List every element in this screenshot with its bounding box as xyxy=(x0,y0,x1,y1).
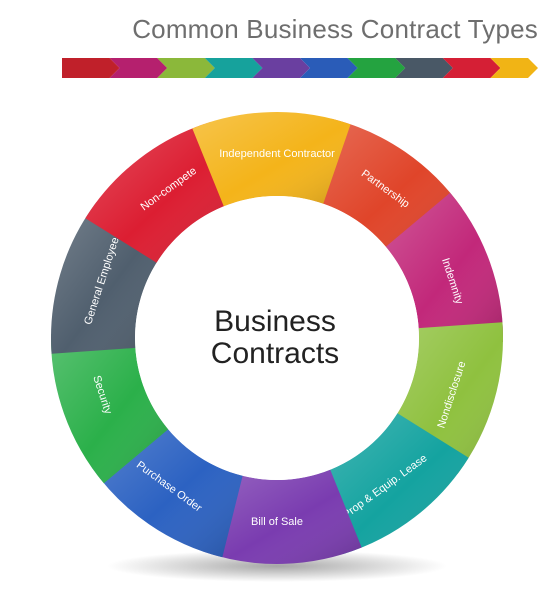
segment-shading xyxy=(385,192,503,342)
arrow-bar-chevron xyxy=(490,58,538,78)
arrow-bar-chevron xyxy=(252,58,310,78)
wheel-segment: Independent Contractor xyxy=(192,111,351,207)
wheel-shadow xyxy=(107,550,447,582)
arrow-bar-chevron xyxy=(204,58,263,78)
color-arrow-bar xyxy=(62,58,538,78)
arrow-bar-chevron xyxy=(109,58,168,78)
wheel-segment: Indemnity xyxy=(385,192,503,342)
segment-label: Independent Contractor xyxy=(219,148,335,160)
center-label: Business Contracts xyxy=(175,306,375,370)
segment-shading xyxy=(50,334,169,484)
wheel-center xyxy=(135,196,419,480)
segment-label: Bill of Sale xyxy=(251,516,303,528)
segment-shading xyxy=(203,469,362,564)
diagram-title: Common Business Contract Types xyxy=(132,14,538,44)
wheel-segment: Non-compete xyxy=(85,121,236,263)
wheel-segment: Security xyxy=(50,334,169,484)
wheel-segment: Prop & Equip. Lease xyxy=(318,413,469,555)
arrow-bar-chevron xyxy=(157,58,215,78)
arrow-bar-chevron xyxy=(442,58,501,78)
arrow-bar-chevron xyxy=(347,58,406,78)
arrow-bar-chevron xyxy=(62,58,120,78)
arrow-bar-chevron xyxy=(395,58,453,78)
segment-shading xyxy=(318,413,469,555)
arrow-bar-chevron xyxy=(300,58,358,78)
wheel-segment: Bill of Sale xyxy=(203,469,362,564)
segment-shading xyxy=(85,121,236,263)
center-line-2: Contracts xyxy=(210,337,340,370)
segment-shading xyxy=(192,111,351,207)
center-line-1: Business xyxy=(214,305,336,338)
